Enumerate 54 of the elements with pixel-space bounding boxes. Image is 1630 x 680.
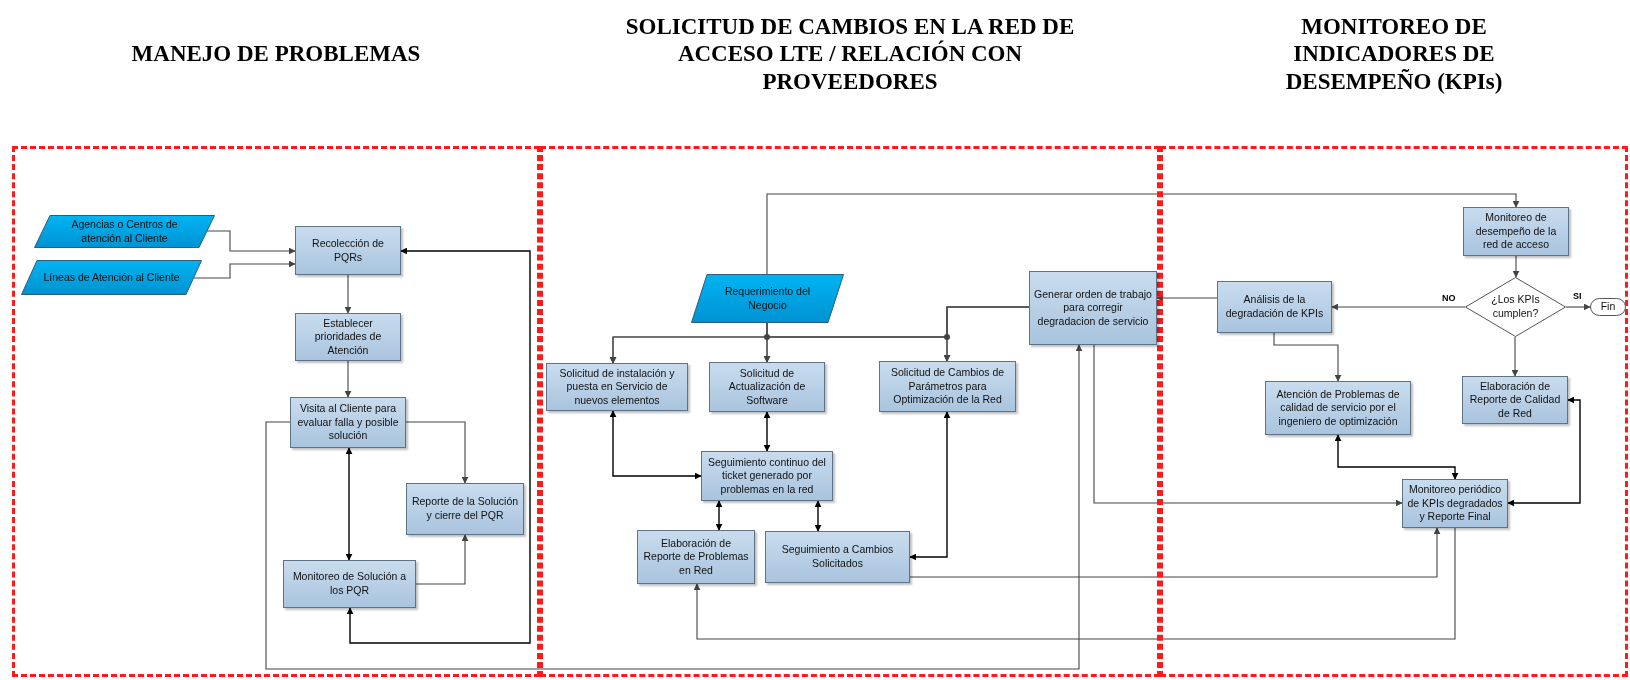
connector-arrow xyxy=(345,447,353,561)
process-box: Establecer prioridades de Atención xyxy=(295,313,401,361)
process-box: Elaboración de Reporte de Problemas en Red xyxy=(637,530,755,584)
process-box: Análisis de la degradación de KPIs xyxy=(1217,281,1332,333)
connector-arrow xyxy=(265,344,1083,670)
process-box: Seguimiento continuo del ticket generado por problemas en la red xyxy=(701,451,833,501)
section-heading: MONITOREO DE INDICADORES DE DESEMPEÑO (KPIs) xyxy=(1284,12,1504,96)
connector-arrow xyxy=(609,410,702,480)
connector-arrow xyxy=(766,193,1520,275)
connector-arrow xyxy=(1565,303,1591,311)
connector-arrow xyxy=(1273,332,1342,382)
connector-arrow xyxy=(909,527,1441,578)
edge-label: SI xyxy=(1572,292,1583,302)
connector-arrow xyxy=(1507,396,1581,507)
process-box: Solicitud de instalación y puesta en Servicio de nuevos elementos xyxy=(546,363,688,411)
section-heading: SOLICITUD DE CAMBIOS EN LA RED DE ACCESO LTE / RELACIÓN CON PROVEEDORES xyxy=(624,12,1076,96)
process-box: Seguimiento a Cambios Solicitados xyxy=(765,531,910,583)
connector-arrow xyxy=(814,500,822,532)
process-box: Solicitud de Actualización de Software xyxy=(709,362,825,412)
process-box: Atención de Problemas de calidad de servicio por el ingeniero de optimización xyxy=(1265,381,1411,435)
input-parallelogram: Requerimiento del Negocio xyxy=(691,274,844,323)
terminator: Fin xyxy=(1590,298,1626,316)
process-box: Visita al Cliente para evaluar falla y posible solución xyxy=(290,397,406,448)
connector-arrow xyxy=(346,247,531,644)
section-heading: MANEJO DE PROBLEMAS xyxy=(130,40,422,69)
connector-arrow xyxy=(193,260,296,279)
edge-label: NO xyxy=(1441,294,1457,304)
input-parallelogram: Líneas de Atención al Cliente xyxy=(21,260,202,295)
connector-arrow xyxy=(344,274,352,314)
connector-arrow xyxy=(715,500,723,531)
connector-arrow xyxy=(1331,303,1466,311)
connector-arrow xyxy=(763,411,771,452)
decision-diamond: ¿Los KPIs cumplen? xyxy=(1465,277,1566,337)
connector-arrow xyxy=(1334,434,1459,480)
process-box: Monitoreo de Solución a los PQR xyxy=(283,560,416,608)
connector-arrow xyxy=(405,421,469,484)
connector-arrow xyxy=(415,534,469,585)
process-box: Elaboración de Reporte de Calidad de Red xyxy=(1462,376,1568,424)
process-box: Generar orden de trabajo para corregir degradacion de servicio xyxy=(1029,271,1157,345)
connector-arrow xyxy=(1512,255,1520,278)
process-box: Monitoreo de desempeño de la red de acceso xyxy=(1463,207,1569,256)
connector-arrow xyxy=(1511,336,1519,377)
process-box: Recolección de PQRs xyxy=(295,226,401,275)
connector-arrow xyxy=(909,411,951,561)
input-parallelogram: Agencias o Centros de atención al Cliente xyxy=(34,215,215,248)
connector-arrow xyxy=(1156,294,1218,302)
connector-arrow xyxy=(1093,344,1403,507)
connector-arrow xyxy=(344,360,352,398)
process-box: Monitoreo periódico de KPIs degradados y Reporte Final xyxy=(1402,479,1508,528)
connector-arrow xyxy=(763,306,1030,363)
connector-arrow xyxy=(206,230,296,255)
connector-arrow xyxy=(693,527,1456,640)
process-box: Reporte de la Solución y cierre del PQR xyxy=(406,483,524,535)
process-box: Solicitud de Cambios de Parámetros para Optimización de la Red xyxy=(879,361,1016,412)
